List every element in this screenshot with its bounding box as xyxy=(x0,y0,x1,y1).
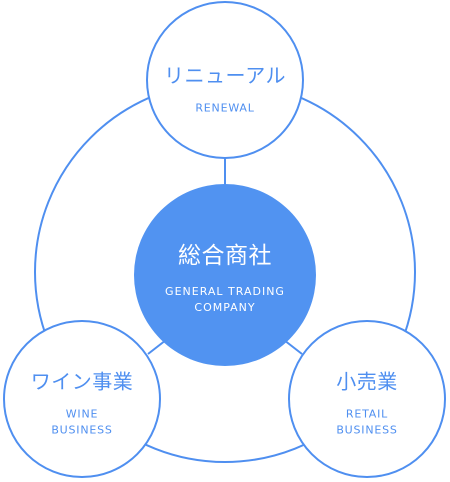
node-circle-right xyxy=(288,320,446,478)
center-circle xyxy=(134,184,316,366)
center-label: 総合商社 GENERAL TRADING COMPANY xyxy=(165,236,285,316)
center-title: 総合商社 xyxy=(177,243,272,269)
center-subtitle-line2: COMPANY xyxy=(194,301,256,314)
center-subtitle-line1: GENERAL TRADING xyxy=(165,285,285,298)
node-label-wine: ワイン事業 WINE BUSINESS xyxy=(31,366,134,439)
node-subtitle-wine-line1: WINE xyxy=(65,407,99,421)
node-subtitle-retail-line2: BUSINESS xyxy=(336,423,398,437)
connector-right xyxy=(283,339,303,355)
node-title-retail: 小売業 xyxy=(336,369,398,394)
node-circle-left xyxy=(3,320,161,478)
node-label-retail: 小売業 RETAIL BUSINESS xyxy=(336,366,398,439)
connector-left xyxy=(147,339,167,355)
node-subtitle-wine-line2: BUSINESS xyxy=(51,423,113,437)
node-subtitle-retail-line1: RETAIL xyxy=(345,407,389,421)
node-title-wine: ワイン事業 xyxy=(30,369,134,394)
node-title-renewal: リニューアル xyxy=(164,63,286,88)
node-subtitle-renewal: RENEWAL xyxy=(195,101,255,115)
node-circle-top xyxy=(146,1,304,159)
node-label-renewal: リニューアル RENEWAL xyxy=(164,60,286,117)
